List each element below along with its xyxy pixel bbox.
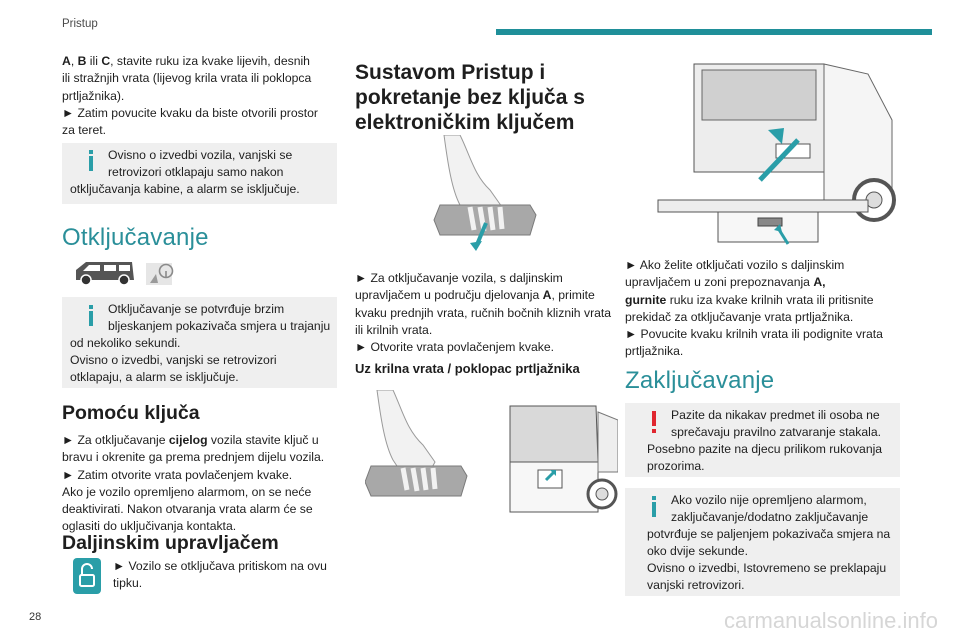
heading-unlocking: Otključavanje	[62, 224, 209, 251]
section-label: Pristup	[62, 18, 98, 30]
intro-paragraph: A, B ili C, stavite ruku iza kvake lijev…	[62, 54, 318, 138]
info-icon	[89, 150, 93, 171]
heading-keyless-entry: Sustavom Pristup i pokretanje bez ključa…	[355, 61, 585, 134]
header-accent-bar	[496, 29, 932, 35]
warning-box-windows: Pazite da nikakav predmet ili osoba ne s…	[625, 403, 900, 477]
heading-locking: Zaključavanje	[625, 367, 775, 394]
steering-wheel-icon	[146, 263, 174, 285]
page-number: 28	[29, 611, 42, 623]
subheading-rear-doors: Uz krilna vrata / poklopac prtljažnika	[355, 361, 580, 376]
rear-door-van-illustration	[508, 402, 618, 518]
info-box-mirrors: Ovisno o izvedbi vozila, vanjski se retr…	[62, 143, 337, 204]
heading-with-key: Pomoću ključa	[62, 402, 200, 424]
info-box-unlock-confirm: Otključavanje se potvrđuje brzim bljeska…	[62, 297, 337, 388]
van-unlock-illustration	[76, 262, 174, 286]
info-box-lock-confirm: Ako vozilo nije opremljeno alarmom, zakl…	[625, 488, 900, 596]
tailgate-switch-illustration	[657, 63, 896, 245]
info-icon	[652, 496, 656, 517]
key-paragraph: ► Za otključavanje cijelog vozila stavit…	[62, 433, 325, 534]
hand-on-handle-illustration	[433, 135, 537, 251]
keyless-paragraph: ► Za otključavanje vozila, s daljinskim …	[355, 271, 612, 355]
unlock-button-icon	[73, 558, 101, 594]
info-icon	[89, 305, 93, 326]
hand-on-rear-handle-illustration	[365, 390, 468, 497]
tailgate-paragraph: ► Ako želite otključati vozilo s daljins…	[625, 258, 883, 359]
heading-remote-control: Daljinskim upravljačem	[62, 532, 279, 554]
remote-paragraph: ► Vozilo se otključava pritiskom na ovu …	[113, 559, 327, 591]
van-icon	[76, 262, 134, 286]
warning-icon	[652, 411, 656, 433]
watermark: carmanualsonline.info	[723, 608, 938, 633]
